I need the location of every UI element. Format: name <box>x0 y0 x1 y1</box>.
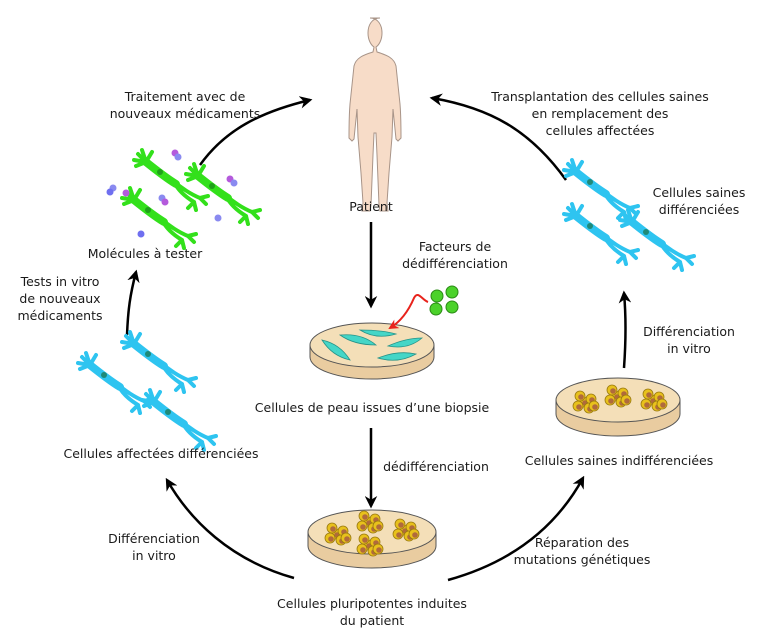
ipsc-cells <box>324 510 420 557</box>
label-line: médicaments <box>17 308 103 323</box>
ips-cell-nucleus <box>610 388 616 394</box>
label-line: in vitro <box>667 341 711 356</box>
healthy-undifferentiated-cells <box>572 384 668 414</box>
label-line: in vitro <box>132 548 176 563</box>
ips-cell-nucleus <box>576 404 582 410</box>
ips-cell-nucleus <box>362 537 368 543</box>
dedifferentiation-factors <box>429 285 459 316</box>
label-line: Traitement avec de <box>124 89 246 104</box>
label-line: Facteurs de <box>418 239 492 254</box>
healthy-undifferentiated-dish <box>555 377 681 437</box>
label-dedifferentiation: dédifférenciation <box>376 458 496 475</box>
label-affected-diff: Cellules affectées différenciées <box>56 445 266 462</box>
label-line: Transplantation des cellules saines <box>491 89 709 104</box>
label-line: Molécules à tester <box>87 246 203 261</box>
ips-cell-nucleus <box>608 398 614 404</box>
ips-cell-nucleus <box>398 522 404 528</box>
label-line: Différenciation <box>643 324 735 339</box>
label-treatment: Traitement avec de nouveaux médicaments <box>100 88 270 122</box>
ips-cell-nucleus <box>412 532 418 538</box>
affected-differentiated-neurons <box>78 332 216 450</box>
label-line: Tests in vitro <box>20 274 100 289</box>
label-line: différenciées <box>658 202 740 217</box>
label-line: dédifférenciation <box>383 459 489 474</box>
label-skin-cells: Cellules de peau issues d’une biopsie <box>250 399 494 416</box>
label-line: Cellules saines indifférenciées <box>524 453 714 468</box>
test-molecules <box>106 149 238 238</box>
label-repair: Réparation des mutations génétiques <box>512 534 652 568</box>
red-arrow-factors-to-dish <box>388 293 429 330</box>
label-line: Différenciation <box>108 531 200 546</box>
label-line: Cellules affectées différenciées <box>63 446 259 461</box>
label-line: cellules affectées <box>545 123 655 138</box>
label-line: dédifférenciation <box>402 256 508 271</box>
label-line: en remplacement des <box>531 106 669 121</box>
ips-cell-nucleus <box>646 392 652 398</box>
patient-figure <box>348 17 402 212</box>
label-patient: Patient <box>338 198 404 215</box>
label-line: du patient <box>339 613 405 628</box>
ips-cell-nucleus <box>360 547 366 553</box>
nuclei <box>101 169 649 415</box>
arrow-tests <box>125 269 140 336</box>
label-line: de nouveaux <box>19 291 101 306</box>
label-line: nouveaux médicaments <box>109 106 261 121</box>
ips-cell-nucleus <box>592 404 598 410</box>
label-diff-right: Différenciation in vitro <box>634 323 744 357</box>
label-ipsc: Cellules pluripotentes induites du patien… <box>262 595 482 629</box>
label-molecules: Molécules à tester <box>80 245 210 262</box>
label-tests: Tests in vitro de nouveaux médicaments <box>10 273 110 324</box>
arrow-treatment <box>198 96 313 166</box>
ips-cell-nucleus <box>376 547 382 553</box>
arrow-diff-left <box>165 477 295 580</box>
label-line: Cellules de peau issues d’une biopsie <box>254 400 490 415</box>
ips-cell-nucleus <box>644 402 650 408</box>
ips-cell-nucleus <box>578 394 584 400</box>
ips-cell-nucleus <box>660 402 666 408</box>
label-healthy-undiff: Cellules saines indifférenciées <box>510 452 728 469</box>
label-healthy-diff: Cellules saines différenciées <box>644 184 754 218</box>
label-diff-left: Différenciation in vitro <box>96 530 212 564</box>
ipsc-dish <box>307 509 437 569</box>
label-line: mutations génétiques <box>513 552 651 567</box>
ips-cell-nucleus <box>624 398 630 404</box>
label-line: Réparation des <box>534 535 630 550</box>
ips-cell-nucleus <box>376 524 382 530</box>
label-line: Cellules pluripotentes induites <box>277 596 467 611</box>
label-line: Cellules saines <box>652 185 746 200</box>
label-transplant: Transplantation des cellules saines en re… <box>480 88 720 139</box>
ips-cell-nucleus <box>328 536 334 542</box>
label-line: Patient <box>349 199 393 214</box>
ips-cell-nucleus <box>360 524 366 530</box>
ips-cell-nucleus <box>330 526 336 532</box>
arrow-transplant <box>429 93 568 181</box>
arrow-diff-right <box>618 290 632 369</box>
ips-cell-nucleus <box>344 536 350 542</box>
ips-cell-nucleus <box>396 532 402 538</box>
label-factors: Facteurs de dédifférenciation <box>386 238 524 272</box>
skin-cell-dish <box>309 322 435 380</box>
ips-cell-nucleus <box>362 514 368 520</box>
arrow-repair <box>447 475 585 582</box>
